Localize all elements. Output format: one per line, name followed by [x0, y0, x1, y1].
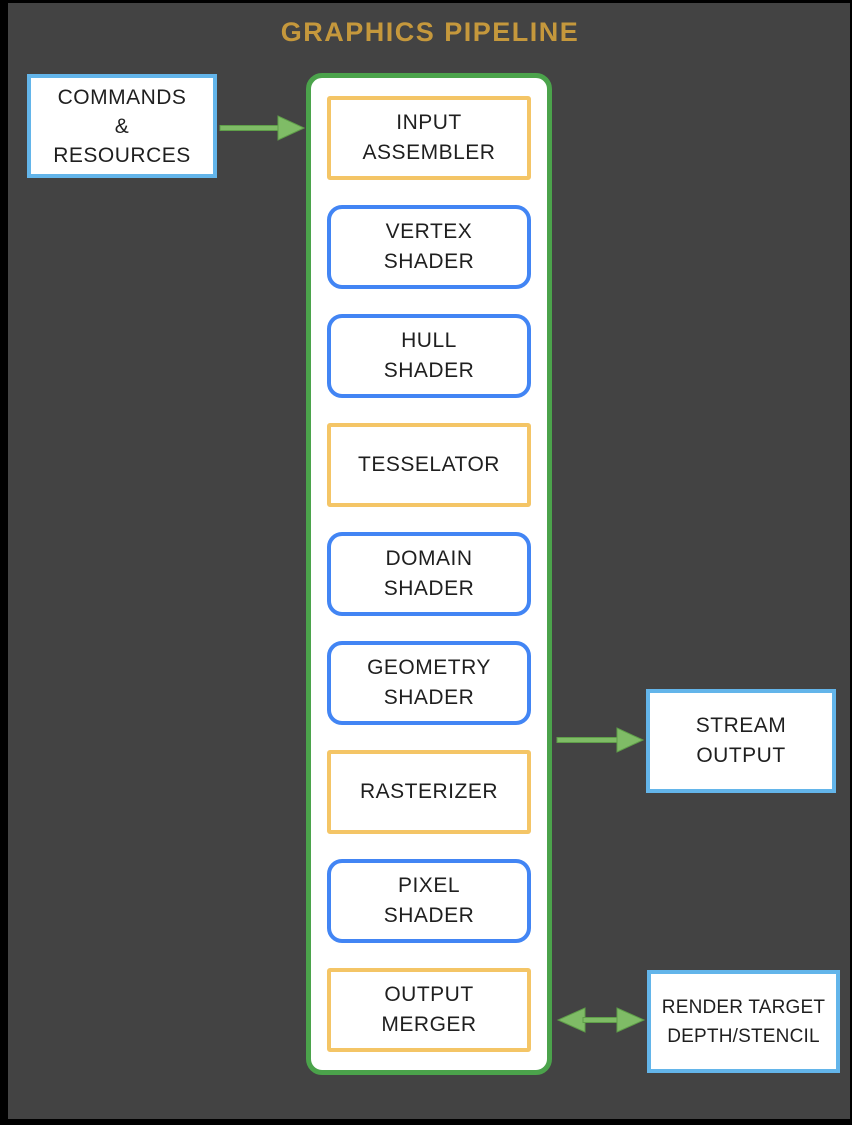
box-render-target-depth-stencil: RENDER TARGET DEPTH/STENCIL — [647, 970, 840, 1073]
stage-geometry-shader: GEOMETRY SHADER — [327, 641, 531, 725]
stage-rasterizer: RASTERIZER — [327, 750, 531, 834]
stage-label: INPUT ASSEMBLER — [362, 111, 496, 164]
stage-label: HULL SHADER — [383, 329, 475, 382]
arrow-commands-to-pipeline-icon — [219, 115, 305, 141]
stage-hull-shader: HULL SHADER — [327, 314, 531, 398]
stage-label: RASTERIZER — [359, 780, 498, 803]
stage-label: PIXEL SHADER — [383, 874, 475, 927]
stage-output-merger: OUTPUT MERGER — [327, 968, 531, 1052]
stage-label: OUTPUT MERGER — [381, 983, 477, 1036]
box-commands-resources: COMMANDS & RESOURCES — [27, 74, 217, 178]
io-box-label: STREAM OUTPUT — [695, 714, 787, 767]
stage-vertex-shader: VERTEX SHADER — [327, 205, 531, 289]
box-stream-output: STREAM OUTPUT — [646, 689, 836, 793]
stage-label: VERTEX SHADER — [383, 220, 475, 273]
stage-label: GEOMETRY SHADER — [367, 656, 491, 709]
stage-input-assembler: INPUT ASSEMBLER — [327, 96, 531, 180]
io-box-label: COMMANDS & RESOURCES — [53, 85, 191, 167]
arrow-pipeline-render-target-bidirectional-icon — [556, 1007, 646, 1033]
stage-tesselator: TESSELATOR — [327, 423, 531, 507]
diagram-title: GRAPHICS PIPELINE — [280, 17, 580, 47]
stage-label: TESSELATOR — [358, 453, 500, 476]
stage-label: DOMAIN SHADER — [383, 547, 475, 600]
pipeline-container: INPUT ASSEMBLER VERTEX SHADER HULL SHADE… — [306, 73, 552, 1075]
stage-pixel-shader: PIXEL SHADER — [327, 859, 531, 943]
stage-domain-shader: DOMAIN SHADER — [327, 532, 531, 616]
arrow-pipeline-to-stream-output-icon — [556, 727, 644, 753]
io-box-label: RENDER TARGET DEPTH/STENCIL — [661, 996, 826, 1047]
